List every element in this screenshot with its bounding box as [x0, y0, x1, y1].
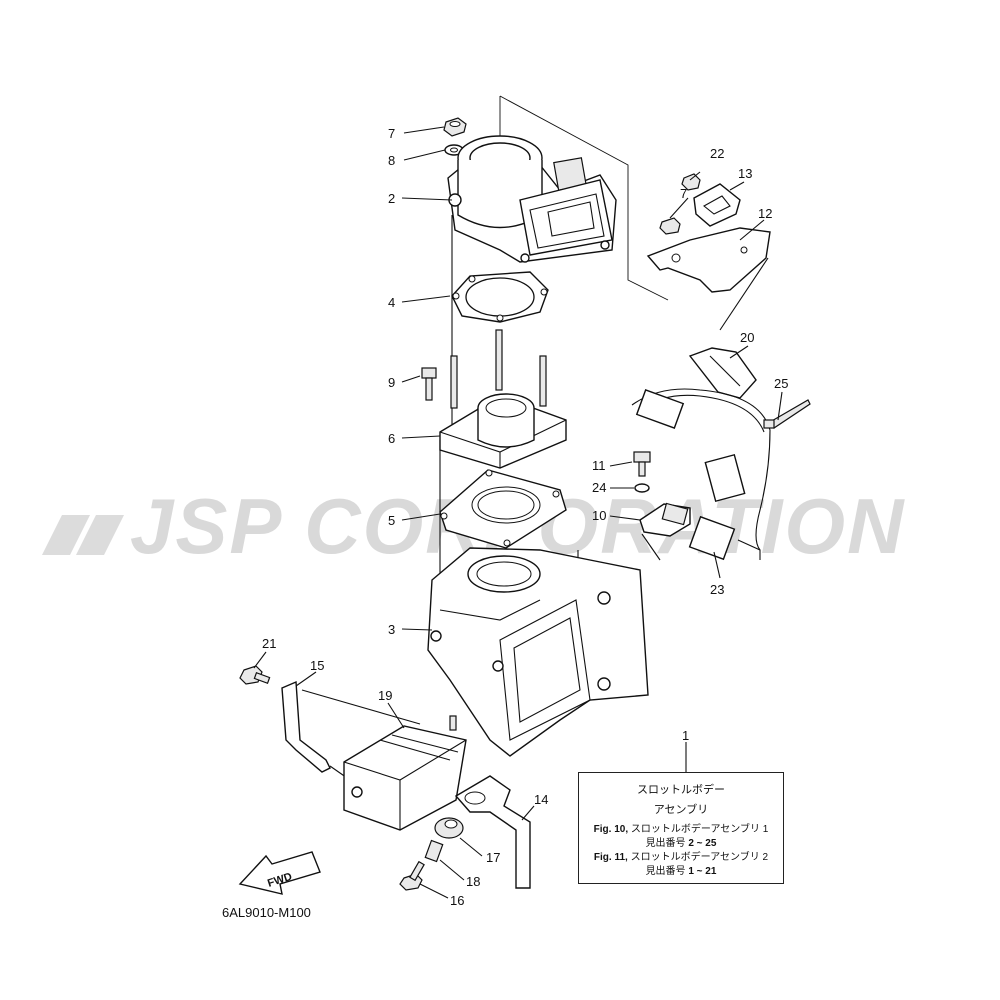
diagram-code: 6AL9010-M100 [222, 905, 311, 920]
callout-18: 18 [466, 874, 480, 889]
alignment-line [641, 533, 661, 561]
info-fig11-range: 1 ~ 21 [688, 866, 717, 877]
nut-part-22 [681, 173, 701, 191]
bracket-part-14 [454, 775, 531, 889]
callout-2: 2 [388, 191, 395, 206]
callout-15: 15 [310, 658, 324, 673]
callout-24: 24 [592, 480, 606, 495]
info-fig10-range-label: 見出番号 [645, 838, 686, 849]
alignment-line [301, 689, 421, 725]
bolt-part-16 [399, 860, 425, 891]
bolt-part-21 [239, 665, 271, 685]
info-fig11-text: スロットルボデーアセンブリ 2 [630, 852, 769, 863]
info-fig11-ref: Fig. 11, [593, 852, 628, 863]
callout-19: 19 [378, 688, 392, 703]
info-fig11-range-line: 見出番号 1 ~ 21 [579, 865, 783, 879]
gasket-part-5 [439, 469, 567, 549]
callout-8: 8 [388, 153, 395, 168]
info-fig10-range: 2 ~ 25 [688, 838, 717, 849]
actuator-part-19 [343, 715, 467, 831]
callout-21: 21 [262, 636, 276, 651]
callout-12: 12 [758, 206, 772, 221]
info-fig10-line: Fig. 10, スロットルボデーアセンブリ 1 [579, 823, 783, 837]
plate-part-12 [646, 227, 771, 293]
callout-1: 1 [682, 728, 689, 743]
collar-part-18 [424, 839, 444, 863]
info-fig11-range-label: 見出番号 [645, 866, 686, 877]
cover-part-13 [693, 183, 741, 227]
callout-3: 3 [388, 622, 395, 637]
stud-bolts [450, 329, 547, 409]
bushing-part-17 [434, 817, 464, 839]
sensor-part-10 [639, 502, 691, 537]
nut-part-7 [443, 117, 467, 137]
info-title-line1: スロットルボデー [637, 784, 725, 796]
bolt-part-9 [421, 367, 437, 401]
callout-10: 10 [592, 508, 606, 523]
info-fig10-ref: Fig. 10, [593, 824, 629, 835]
callout-17: 17 [486, 850, 500, 865]
throttle-body-part-2 [447, 135, 617, 263]
callout-13: 13 [738, 166, 752, 181]
washer-part-24 [634, 483, 650, 493]
cable-tie-part-25 [763, 399, 811, 429]
callout-9: 9 [388, 375, 395, 390]
leader-lines [253, 126, 783, 899]
alignment-line [719, 257, 769, 331]
bracket-part-15 [281, 680, 331, 773]
callout-16: 16 [450, 893, 464, 908]
assembly-info-box: スロットルボデー アセンブリ Fig. 10, スロットルボデーアセンブリ 1 … [578, 772, 784, 884]
info-fig11-line: Fig. 11, スロットルボデーアセンブリ 2 [579, 851, 783, 865]
bolt-part-11 [633, 451, 651, 477]
callout-labels: 7 8 2 4 9 6 5 3 21 15 19 22 13 7 12 20 2… [262, 126, 788, 908]
info-fig10-text: スロットルボデーアセンブリ 1 [630, 824, 769, 835]
info-fig10-range-line: 見出番号 2 ~ 25 [579, 837, 783, 851]
callout-22: 22 [710, 146, 724, 161]
spacer-part-6 [439, 393, 567, 469]
intake-body-part-3 [427, 547, 649, 757]
callout-4: 4 [388, 295, 395, 310]
callout-23: 23 [710, 582, 724, 597]
info-title-line2: アセンブリ [653, 804, 709, 816]
fwd-arrow-icon: FWD [238, 851, 321, 895]
callout-5: 5 [388, 513, 395, 528]
nut-part-7-right [659, 217, 681, 235]
assembly-outline-line [499, 95, 669, 301]
gasket-part-4 [451, 271, 549, 323]
callout-7: 7 [388, 126, 395, 141]
callout-25: 25 [774, 376, 788, 391]
wire-harness-part-23 [631, 388, 771, 561]
callout-7-right: 7 [680, 186, 687, 201]
callout-14: 14 [534, 792, 548, 807]
callout-6: 6 [388, 431, 395, 446]
callout-11: 11 [592, 458, 606, 473]
callout-20: 20 [740, 330, 754, 345]
